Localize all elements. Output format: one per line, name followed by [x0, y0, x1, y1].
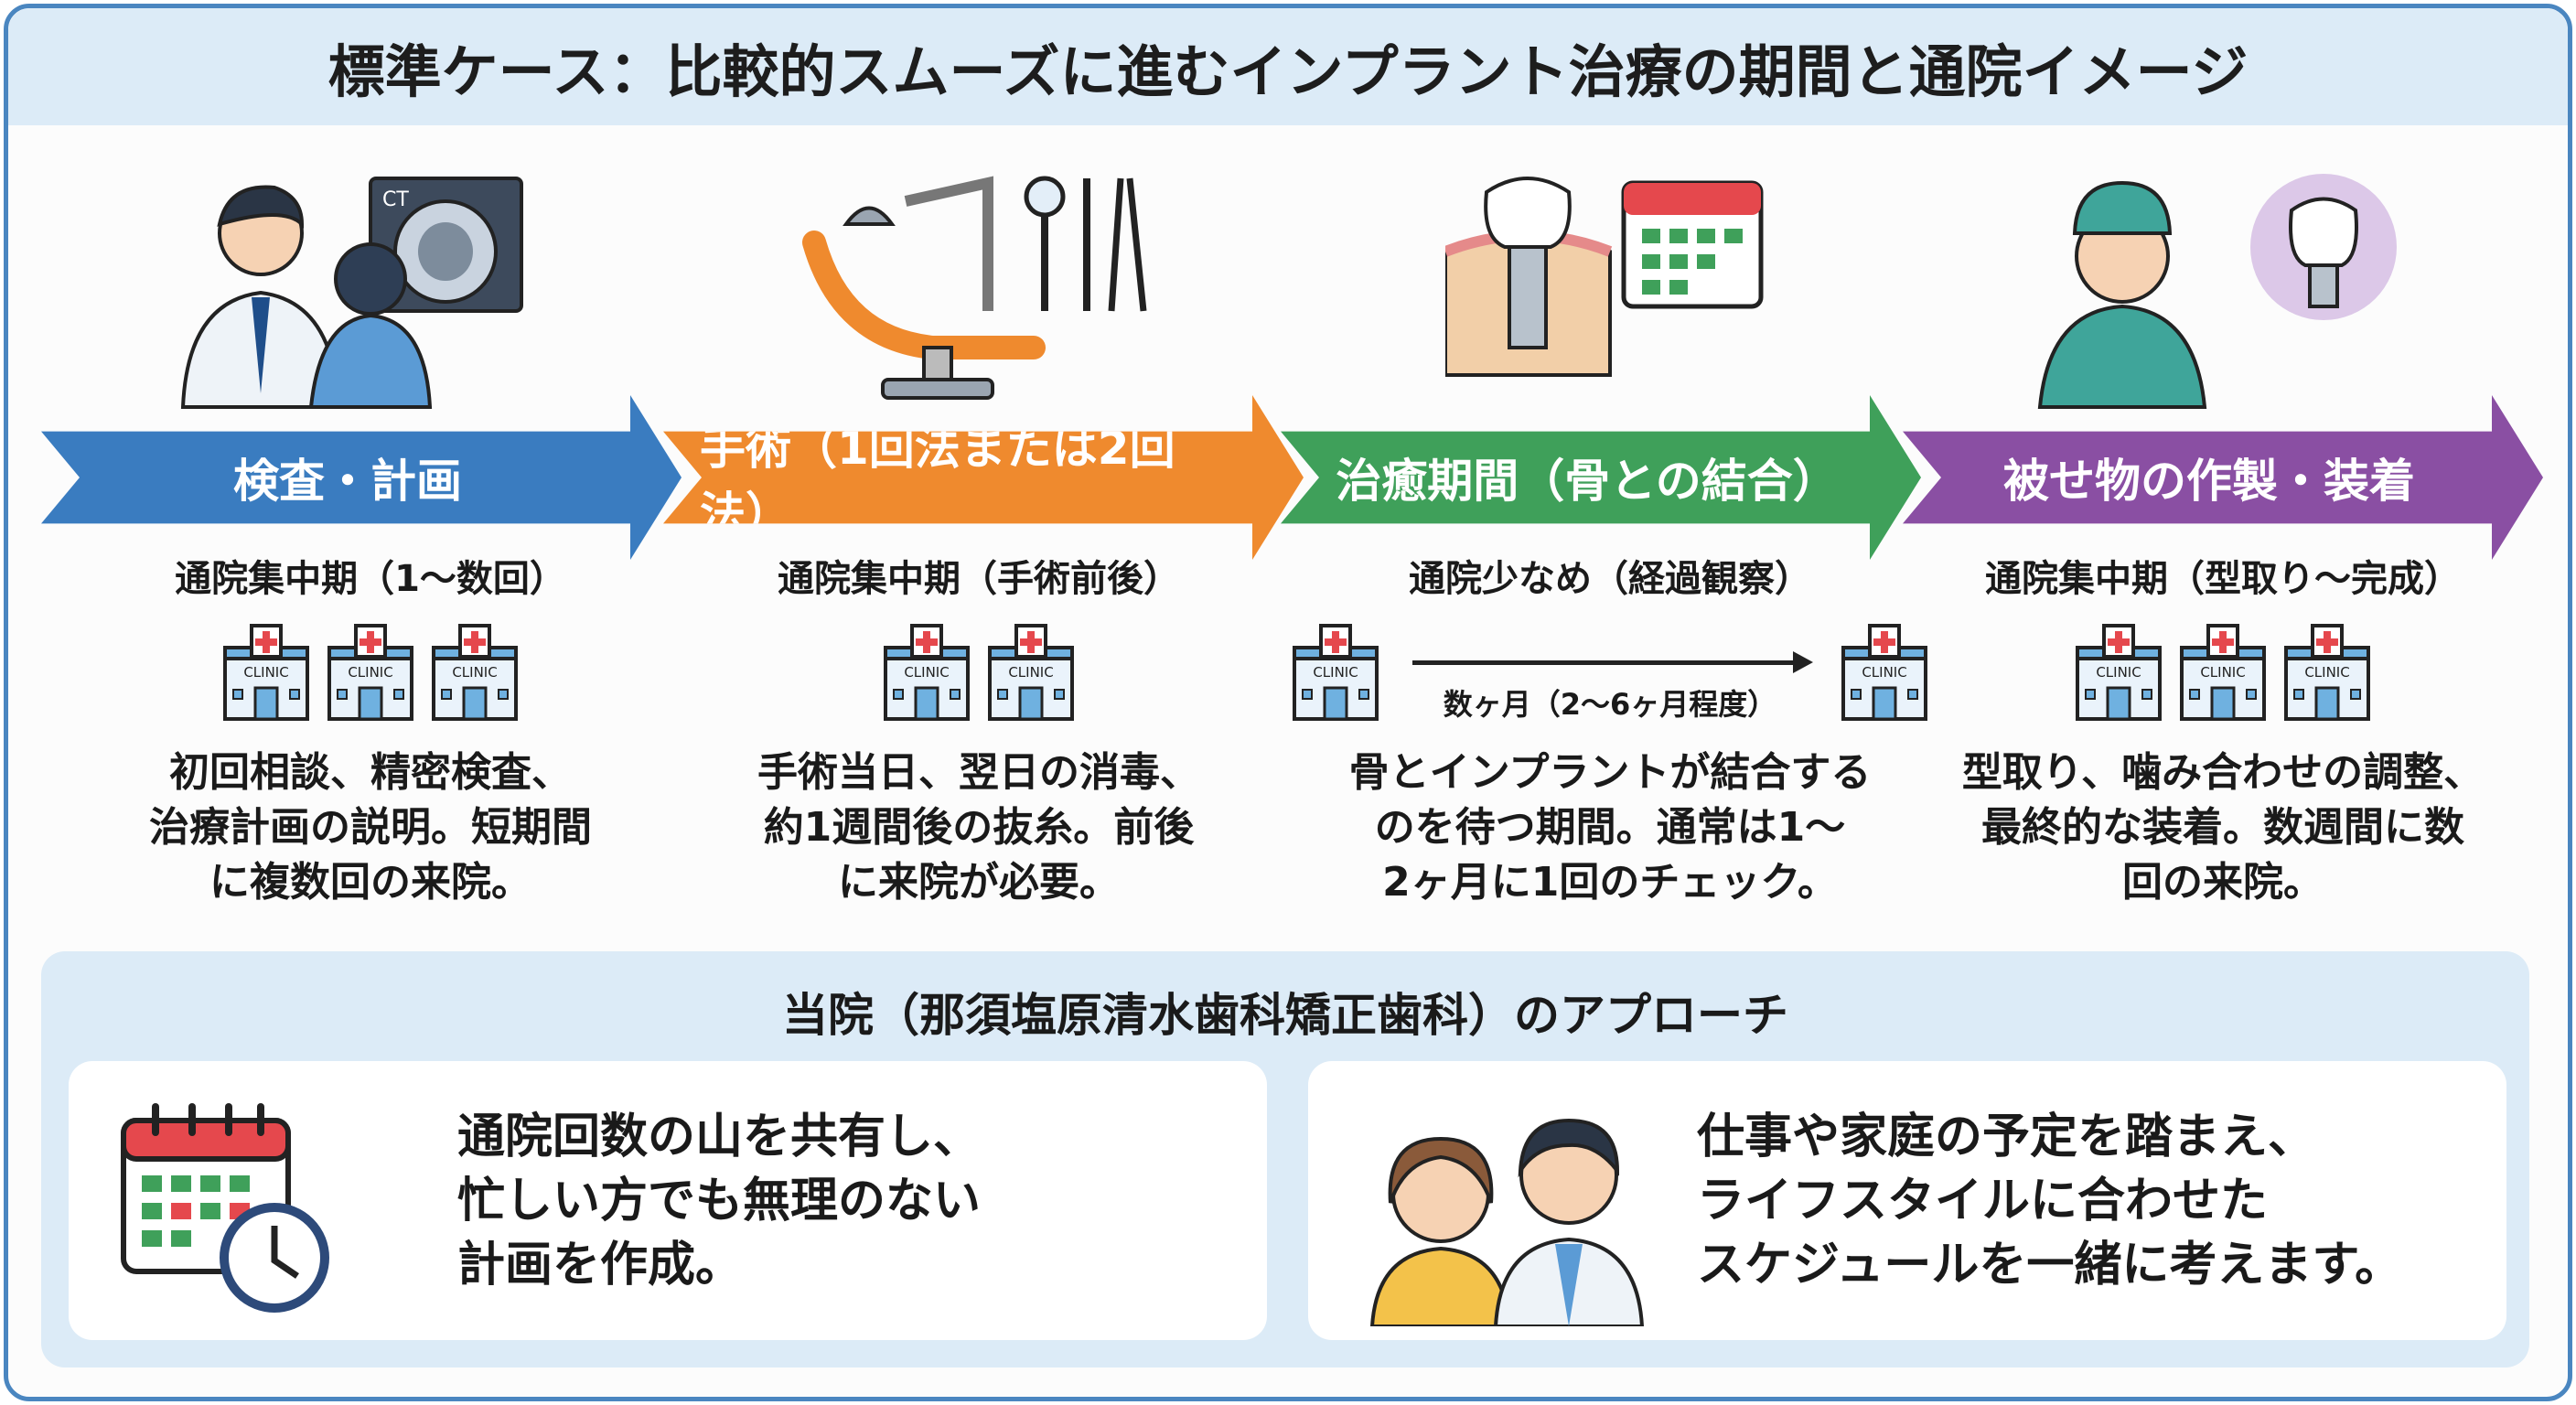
text-line: スケジュールを一緒に考えます。: [1697, 1238, 2403, 1292]
step-description: 骨とインプラントが結合するのを待つ期間。通常は1〜 2ヶ月に1回のチェック。: [1299, 745, 1921, 910]
desc-line: 最終的な装着。数週間に数: [1981, 804, 2464, 851]
svg-text:CLINIC: CLINIC: [1008, 664, 1053, 681]
svg-text:CLINIC: CLINIC: [348, 664, 392, 681]
clinic-icon: CLINIC: [988, 624, 1074, 721]
clinic-icon: CLINIC: [327, 624, 413, 721]
desc-line: 初回相談、精密検査、: [169, 749, 572, 796]
text-line: 通院回数の山を共有し、: [457, 1110, 982, 1164]
clinic-icon: CLINIC: [1293, 624, 1379, 721]
step-subtitle: 通院集中期（手術前後）: [778, 558, 1180, 600]
step-description: 手術当日、翌日の消毒、約1週間後の抜糸。前後に来院が必要。: [686, 745, 1272, 910]
interval-label: 数ヶ月（2〜6ヶ月程度）: [1443, 687, 1777, 722]
approach-card-lifestyle: 仕事や家庭の予定を踏まえ、ライフスタイルに合わせたスケジュールを一緒に考えます。: [1308, 1061, 2506, 1340]
approach-text: 通院回数の山を共有し、忙しい方でも無理のない計画を作成。: [457, 1105, 981, 1297]
svg-text:CLINIC: CLINIC: [904, 664, 949, 681]
step-subtitle: 通院少なめ（経過観察）: [1409, 558, 1811, 600]
step-description: 初回相談、精密検査、治療計画の説明。短期間に複数回の来院。: [78, 745, 663, 910]
text-line: 仕事や家庭の予定を踏まえ、: [1697, 1110, 2316, 1164]
approach-panel: 当院（那須塩原清水歯科矯正歯科）のアプローチ 通院回数の山を共有し、忙しい方でも…: [41, 951, 2529, 1367]
clinic-icon: CLINIC: [2180, 624, 2266, 721]
clinic-interval: CLINIC 数ヶ月（2〜6ヶ月程度） CLINIC: [1290, 622, 1930, 726]
page-title: 標準ケース：比較的スムーズに進むインプラント治療の期間と通院イメージ: [8, 8, 2568, 125]
desc-line: のを待つ期間。通常は1〜: [1374, 804, 1846, 851]
svg-text:CLINIC: CLINIC: [2304, 664, 2349, 681]
step-subtitle: 通院集中期（1〜数回）: [175, 558, 566, 600]
clinic-visits: CLINIC CLINIC CLINIC: [78, 622, 663, 723]
svg-text:CLINIC: CLINIC: [1313, 664, 1358, 681]
desc-line: に来院が必要。: [838, 859, 1120, 906]
desc-line: 治療計画の説明。短期間: [149, 804, 592, 851]
calendar-clock-icon: [121, 1103, 329, 1313]
text-line: 計画を作成。: [457, 1238, 744, 1292]
clinic-icon: CLINIC: [884, 624, 970, 721]
clinic-icon: CLINIC: [2076, 624, 2162, 721]
desc-line: に複数回の来院。: [209, 859, 531, 906]
patient-doctor-icon: [1369, 1118, 1645, 1326]
approach-title: 当院（那須塩原清水歯科矯正歯科）のアプローチ: [782, 989, 1788, 1042]
desc-line: 回の来院。: [2122, 859, 2324, 906]
text-line: 忙しい方でも無理のない: [457, 1174, 982, 1228]
svg-text:CLINIC: CLINIC: [2096, 664, 2141, 681]
step-label: 被せ物の作製・装着: [2003, 455, 2415, 508]
nurse-crown-icon: [2037, 174, 2397, 409]
approach-text: 仕事や家庭の予定を踏まえ、ライフスタイルに合わせたスケジュールを一緒に考えます。: [1697, 1105, 2402, 1297]
clinic-icon: CLINIC: [223, 624, 309, 721]
implant-calendar-icon: [1445, 177, 1764, 377]
approach-card-schedule: 通院回数の山を共有し、忙しい方でも無理のない計画を作成。: [69, 1061, 1267, 1340]
doctor-ct-icon: CT: [180, 177, 523, 409]
interval-arrow: 数ヶ月（2〜6ヶ月程度）: [1394, 622, 1826, 723]
clinic-icon: CLINIC: [1839, 622, 1930, 726]
svg-text:CLINIC: CLINIC: [452, 664, 497, 681]
clinic-icon: CLINIC: [1841, 624, 1927, 721]
desc-line: 約1週間後の抜糸。前後: [763, 804, 1195, 851]
desc-line: 手術当日、翌日の消毒、: [757, 749, 1200, 796]
desc-line: 2ヶ月に1回のチェック。: [1382, 859, 1838, 906]
clinic-visits: CLINIC CLINIC: [686, 622, 1272, 723]
step-subtitle: 通院集中期（型取り〜完成）: [1985, 558, 2461, 600]
clinic-icon: CLINIC: [1290, 622, 1381, 726]
desc-line: 型取り、噛み合わせの調整、: [1961, 749, 2485, 796]
clinic-visits: CLINIC CLINIC CLINIC: [1930, 622, 2516, 723]
ct-label: CT: [382, 188, 409, 211]
svg-text:CLINIC: CLINIC: [2200, 664, 2245, 681]
svg-text:CLINIC: CLINIC: [243, 664, 288, 681]
clinic-icon: CLINIC: [432, 624, 518, 721]
step-label: 治癒期間（骨との結合）: [1336, 455, 1839, 508]
clinic-icon: CLINIC: [2284, 624, 2370, 721]
step-description: 型取り、噛み合わせの調整、最終的な装着。数週間に数回の来院。: [1921, 745, 2525, 910]
desc-line: 骨とインプラントが結合する: [1348, 749, 1872, 796]
svg-text:CLINIC: CLINIC: [1862, 664, 1906, 681]
text-line: ライフスタイルに合わせた: [1697, 1174, 2269, 1228]
step-label: 検査・計画: [233, 455, 462, 508]
dental-chair-tools-icon: [802, 176, 1147, 400]
